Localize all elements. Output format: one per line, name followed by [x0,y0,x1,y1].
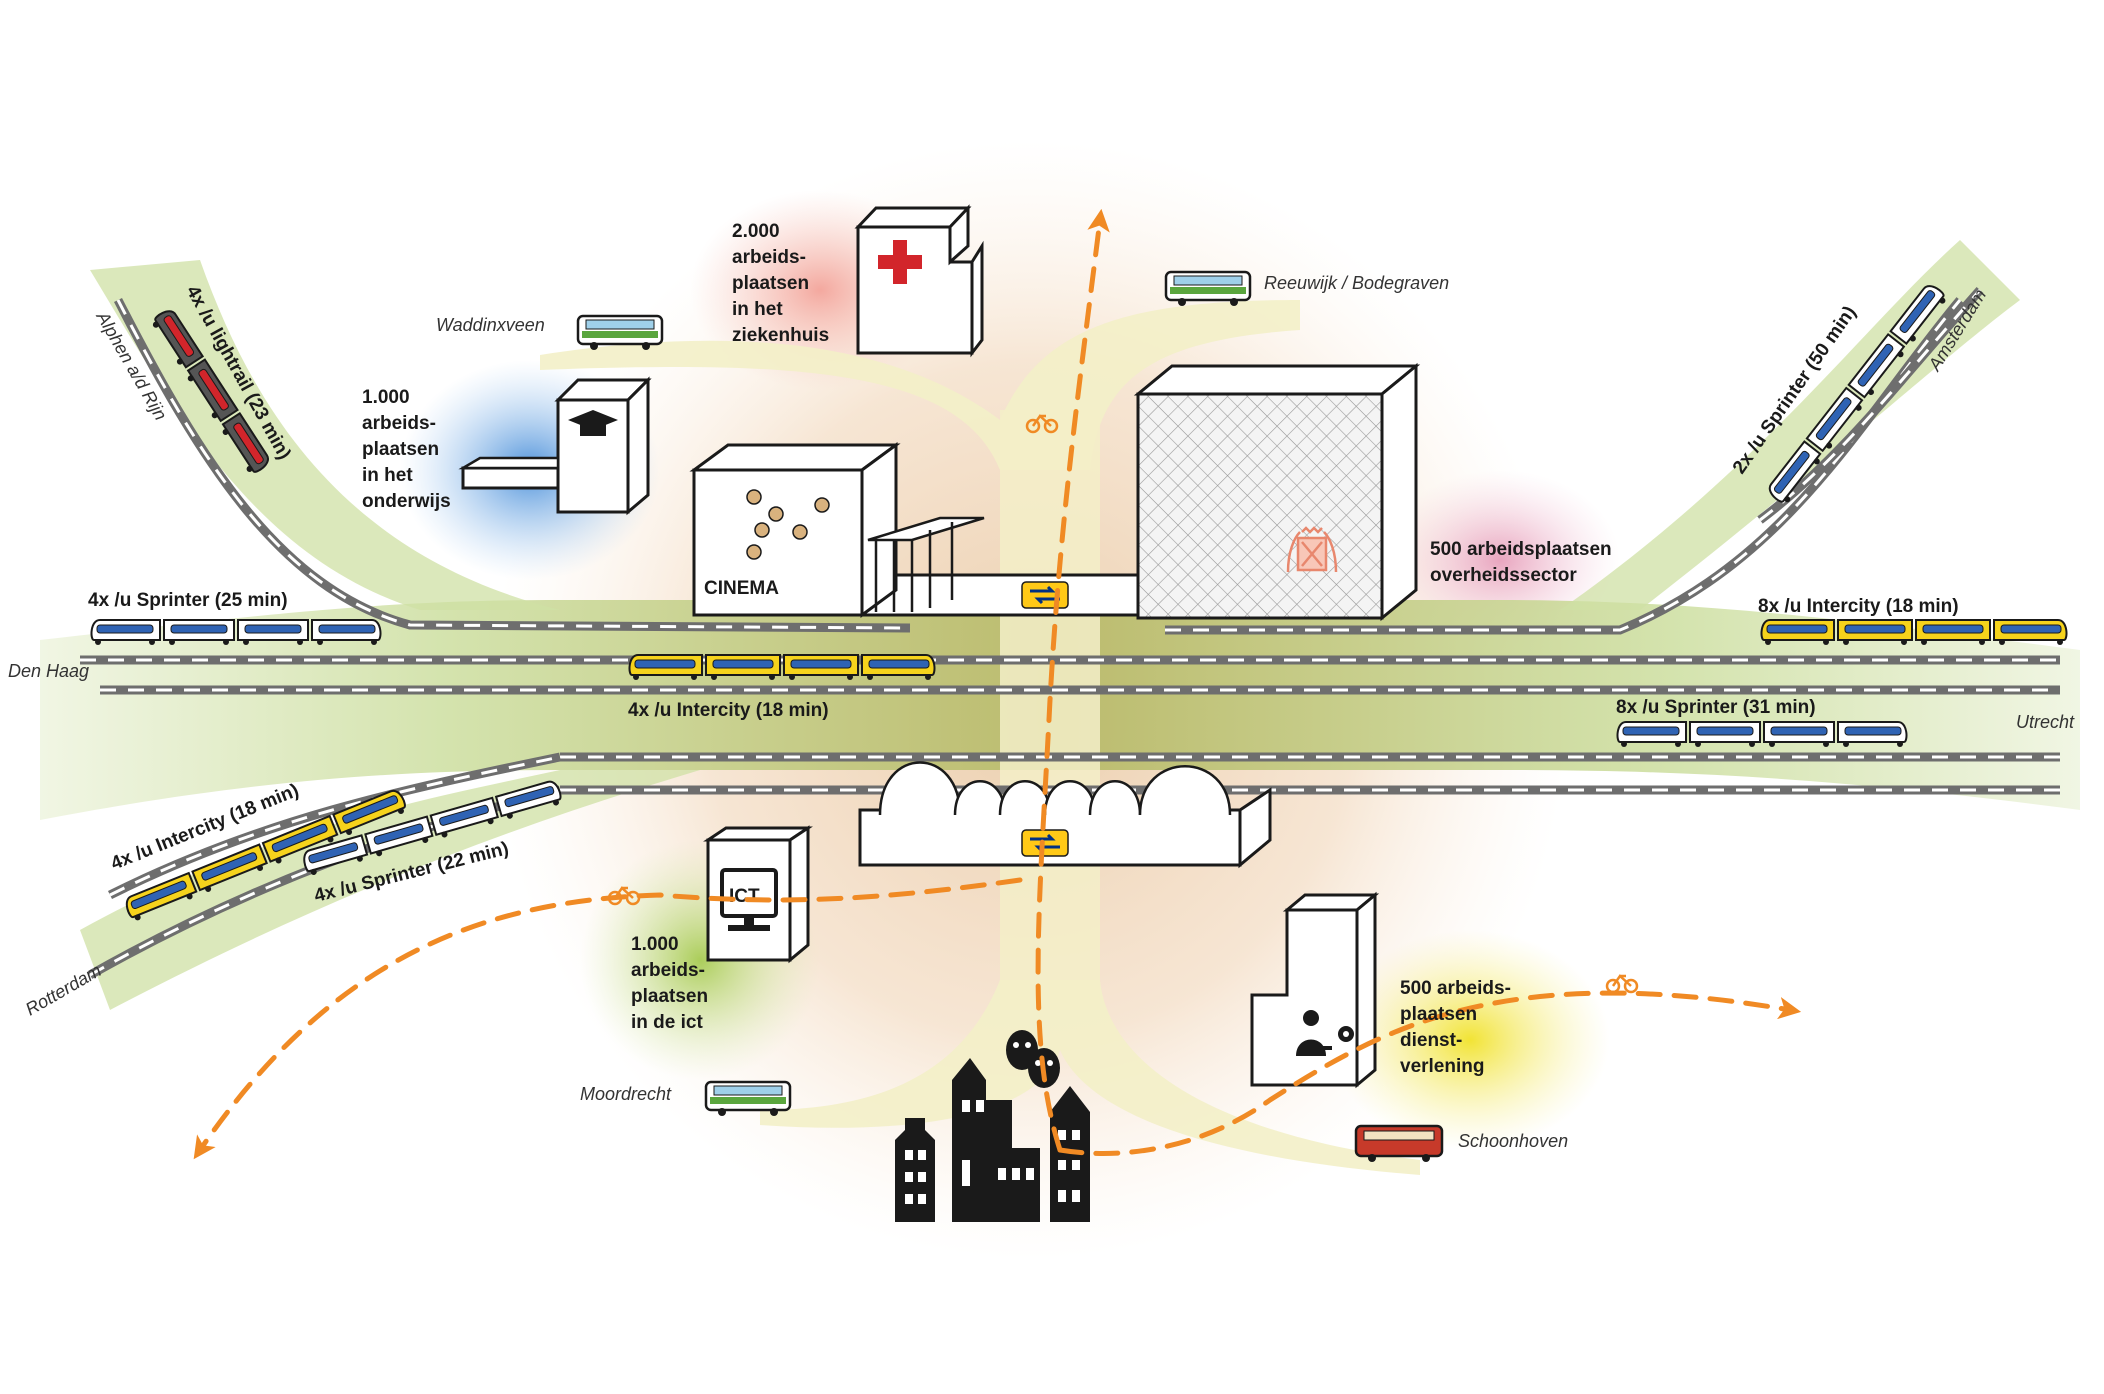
station-south-ns-logo [1021,829,1069,857]
rotterdam-band [80,770,700,1010]
track-amsterdam-a [1165,297,1964,635]
bicycle-icons [607,414,1639,994]
track-rotterdam-a [107,752,561,900]
bus-icon-waddinxveen [576,314,664,350]
train-sprinter-rotterdam [303,780,562,875]
label-intercity-center: 4x /u Intercity (18 min) [628,700,829,721]
hospital-building [854,204,984,358]
label-sprinter-west: 4x /u Sprinter (25 min) [88,590,288,611]
station-north-ns-logo [1021,581,1069,609]
jobs-hospital: 2.000 arbeids- plaatsen in het ziekenhui… [732,221,829,346]
amsterdam-band [1560,240,2020,610]
services-building [1250,891,1380,1089]
cinema-dots [746,489,830,560]
station-south-building [858,761,1272,869]
train-sprinter-west [90,619,382,645]
coat-of-arms-icon [1286,526,1338,573]
station-roof-arches [878,761,1232,816]
jobs-services: 500 arbeids- plaatsen dienst- verlening [1400,978,1516,1077]
bus-icon-moordrecht [704,1080,792,1116]
label-sprinter-utrecht: 8x /u Sprinter (31 min) [1616,697,1816,718]
train-intercity-utrecht [1760,619,2068,645]
old-town-silhouette [895,1030,1090,1222]
bicycle-icon [607,886,641,906]
graduation-cap-icon [568,410,618,436]
jobs-government: 500 arbeidsplaatsen overheidssector [1430,539,1617,586]
south-pale-road [760,980,1420,1175]
place-moordrecht: Moordrecht [580,1084,672,1104]
track-alphen-lightrail [113,297,911,633]
train-sprinter-utrecht [1616,721,1908,747]
cinema-canopy [867,516,985,612]
trains [90,285,2068,921]
cinema-building: CINEMA [689,442,985,618]
jobs-ict: 1.000 arbeids- plaatsen in de ict [631,934,713,1033]
alphen-band [90,260,560,610]
place-waddinxveen: Waddinxveen [436,315,545,335]
services-glow [1330,930,1610,1150]
bike-route-north [1035,208,1110,1153]
buses [576,270,1444,1162]
bicycle-icon [1025,414,1059,434]
bus-icon-schoonhoven [1354,1124,1444,1162]
government-building [1133,362,1421,622]
businessman-gear-icon [1296,1010,1354,1056]
education-building [458,376,652,516]
cinema-label: CINEMA [704,578,779,599]
north-pale-road [540,300,1300,470]
train-lightrail [152,310,270,473]
place-schoonhoven: Schoonhoven [1458,1131,1568,1151]
employment-labels: 2.000 arbeids- plaatsen in het ziekenhui… [362,221,1617,1077]
jobs-education: 1.000 arbeids- plaatsen in het onderwijs [362,387,451,512]
label-intercity-utrecht: 8x /u Intercity (18 min) [1758,596,1959,617]
place-utrecht: Utrecht [2016,712,2075,732]
bus-icon-reeuwijk [1164,270,1252,306]
place-den-haag: Den Haag [8,661,89,681]
track-amsterdam-b [1757,287,1984,524]
ict-label: ICT [729,886,760,907]
red-cross-icon [878,240,922,284]
place-reeuwijk: Reeuwijk / Bodegraven [1264,273,1449,293]
train-sprinter-amsterdam [1768,285,1946,503]
train-intercity-center [628,654,936,680]
ict-building: ICT [703,825,813,964]
train-intercity-rotterdam [125,789,406,921]
computer-monitor-icon [720,868,778,931]
bicycle-icon [1605,974,1639,994]
bike-route-southeast [1057,990,1802,1156]
place-rotterdam: Rotterdam [22,960,105,1019]
